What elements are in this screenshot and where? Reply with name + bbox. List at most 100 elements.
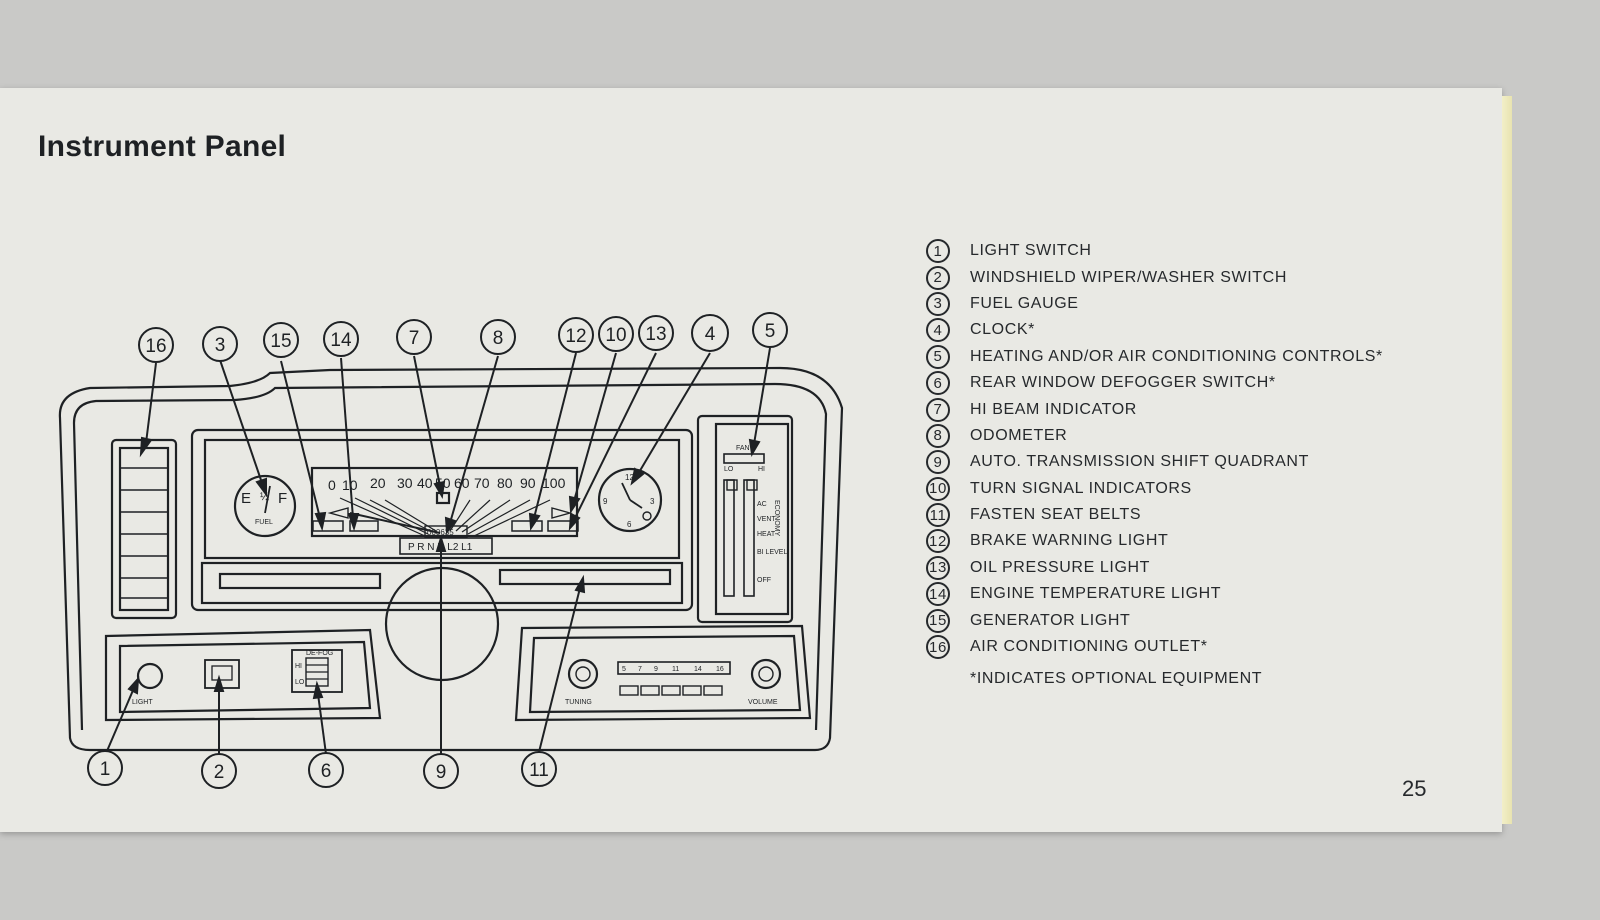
tuning-knob [567,658,599,690]
legend-label: FASTEN SEAT BELTS [970,506,1142,524]
odometer-value: 000635 [427,528,454,537]
radio-7: 7 [638,666,642,673]
callout-4: 4 [705,324,716,345]
instrument-panel-diagram: E ½ F FUEL 0 10 20 30 40 50 60 70 80 90 … [58,312,844,789]
speed-70: 70 [474,475,490,491]
manual-page: Instrument Panel [0,88,1502,832]
legend-item: 3 FUEL GAUGE [926,291,1446,317]
fuel-gauge [233,474,297,538]
radio-11: 11 [672,666,679,673]
fan-label: FAN [736,445,750,452]
page-number: 25 [1402,776,1427,801]
legend-item: 9 AUTO. TRANSMISSION SHIFT QUADRANT [926,449,1446,475]
legend-number: 4 [926,318,950,343]
radio-16: 16 [716,666,724,673]
legend-label: FUEL GAUGE [970,294,1079,312]
callout-13: 13 [645,324,666,345]
legend-number: 2 [926,265,950,290]
legend-item: 8 ODOMETER [926,423,1446,449]
legend-number: 15 [926,608,950,633]
legend-item: 12 BRAKE WARNING LIGHT [926,528,1446,554]
clock-3: 3 [650,497,655,506]
radio-5: 5 [622,666,626,673]
callout-9: 9 [436,762,447,783]
fuel-letter-half: ½ [260,491,269,503]
speed-90: 90 [520,475,536,491]
defog-label: DE-FOG [306,650,333,657]
legend-number: 3 [926,291,950,316]
callout-11: 11 [529,760,549,781]
speed-40: 40 [417,475,433,491]
legend-label: TURN SIGNAL INDICATORS [970,479,1192,497]
legend-number: 6 [926,371,950,396]
legend-item: 13 OIL PRESSURE LIGHT [926,555,1446,581]
callout-16: 16 [145,336,166,357]
legend-label: ENGINE TEMPERATURE LIGHT [970,585,1222,603]
callout-10: 10 [605,325,626,346]
fuel-letter-f: F [278,490,287,507]
fan-hi-label: HI [758,466,765,473]
legend-item: 6 REAR WINDOW DEFOGGER SWITCH* [926,370,1446,396]
speed-100: 100 [542,475,566,491]
callout-7: 7 [409,328,420,349]
legend-item: 11 FASTEN SEAT BELTS [926,502,1446,528]
legend-number: 16 [926,635,950,660]
legend-number: 12 [926,529,950,554]
fuel-label: FUEL [255,519,273,526]
legend-label: BRAKE WARNING LIGHT [970,532,1169,550]
hvac-mode-vent: VENT [757,516,776,523]
legend-label: HI BEAM INDICATOR [970,400,1137,418]
optional-equipment-note: *INDICATES OPTIONAL EQUIPMENT [970,670,1263,687]
radio-14: 14 [694,666,702,673]
callout-15: 15 [270,331,291,352]
ac-outlet [110,438,178,620]
page-title: Instrument Panel [38,130,287,163]
hvac-economy-label: ECONOMY [773,500,780,537]
legend-label: CLOCK* [970,321,1035,339]
legend-number: 8 [926,423,950,448]
legend-number: 7 [926,397,950,422]
legend-item: 4 CLOCK* [926,317,1446,343]
legend-label: GENERATOR LIGHT [970,611,1131,629]
speed-20: 20 [370,475,386,491]
hvac-mode-bilevel: BI LEVEL [757,549,787,556]
legend-label: LIGHT SWITCH [970,242,1092,260]
clock-9: 9 [603,497,608,506]
clock-6: 6 [627,520,632,529]
legend-number: 9 [926,450,950,475]
callout-12: 12 [565,326,586,347]
volume-knob [750,658,782,690]
legend-label: HEATING AND/OR AIR CONDITIONING CONTROLS… [970,347,1383,365]
legend-label: AUTO. TRANSMISSION SHIFT QUADRANT [970,453,1309,471]
legend-item: 7 HI BEAM INDICATOR [926,396,1446,422]
callout-1: 1 [100,759,111,780]
legend-label: REAR WINDOW DEFOGGER SWITCH* [970,374,1276,392]
dash-outline [58,366,844,752]
legend-label: AIR CONDITIONING OUTLET* [970,638,1208,656]
legend-item: 15 GENERATOR LIGHT [926,607,1446,633]
wiper-switch [204,659,240,689]
fan-lo-label: LO [724,466,734,473]
hvac-mode-ac: AC [757,501,767,508]
callout-6: 6 [321,761,332,782]
page-edge [1502,96,1512,824]
light-switch-knob [136,662,164,690]
defog-hi-label: HI [295,663,302,670]
legend-item: 16 AIR CONDITIONING OUTLET* [926,634,1446,660]
speed-0: 0 [328,477,336,493]
legend-number: 11 [926,503,950,528]
legend-number: 13 [926,555,950,580]
callout-8: 8 [493,328,504,349]
legend-label: OIL PRESSURE LIGHT [970,558,1151,576]
light-label: LIGHT [132,699,153,706]
clock [597,467,663,533]
hvac-panel [696,414,794,624]
legend-label: ODOMETER [970,426,1068,444]
callout-2: 2 [214,762,225,783]
